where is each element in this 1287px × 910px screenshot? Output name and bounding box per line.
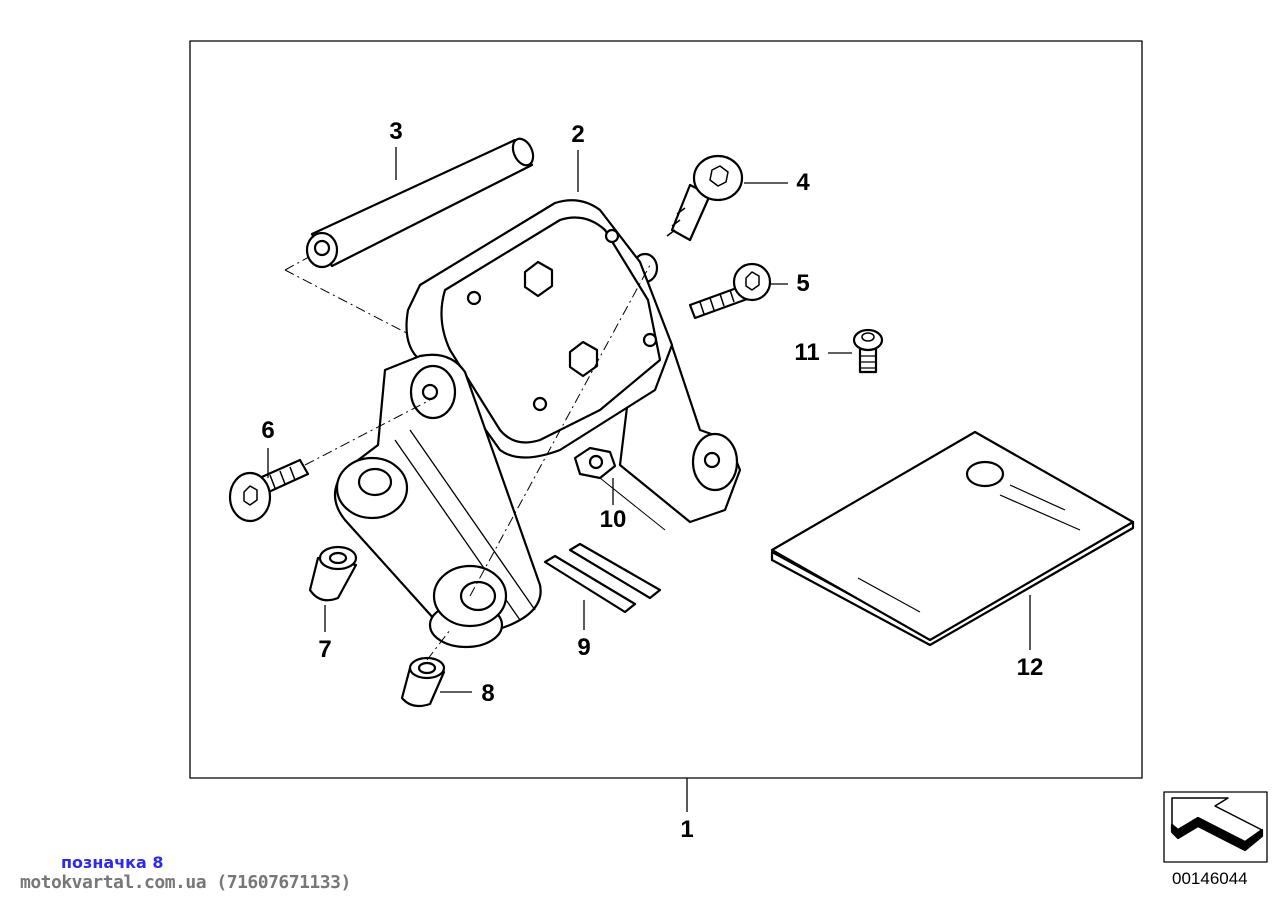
watermark-label: позначка 8 xyxy=(61,853,164,872)
part-5-bolt xyxy=(688,262,788,320)
callout-2: 2 xyxy=(571,121,585,148)
callout-5: 5 xyxy=(796,270,810,297)
callout-1: 1 xyxy=(680,816,694,843)
watermark-site: motokvartal.com.ua (71607671133) xyxy=(20,872,351,893)
callout-8: 8 xyxy=(481,680,495,707)
part-3-tube xyxy=(284,137,535,341)
part-4-bolt xyxy=(666,154,788,242)
callout-3: 3 xyxy=(389,118,403,145)
callout-11: 11 xyxy=(794,339,820,366)
part-12-manual xyxy=(770,430,1135,650)
callout-10: 10 xyxy=(599,506,627,533)
part-2-lower-arm xyxy=(333,264,651,649)
callout-6: 6 xyxy=(261,417,275,444)
callout-9: 9 xyxy=(577,634,591,661)
drawing-number: 00146044 xyxy=(1172,869,1248,888)
part-9-strips xyxy=(543,542,662,630)
callout-7: 7 xyxy=(318,636,332,663)
part-8-spacer xyxy=(400,629,472,708)
callout-4: 4 xyxy=(796,169,810,196)
callout-12: 12 xyxy=(1016,654,1044,681)
orientation-arrow-icon xyxy=(1163,791,1268,863)
part-7-spacer xyxy=(308,545,358,632)
part-10-nut xyxy=(573,446,666,531)
kit-frame xyxy=(189,40,1143,779)
part-11-screw xyxy=(828,328,884,374)
part-6-bolt xyxy=(228,399,431,523)
